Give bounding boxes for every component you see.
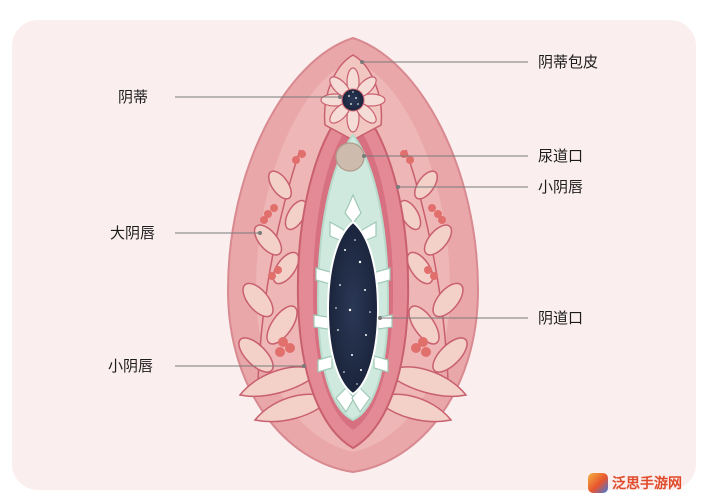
leader-lines xyxy=(175,61,528,367)
leaf-branch-left xyxy=(238,149,332,423)
label-clitoral-hood: 阴蒂包皮 xyxy=(538,53,599,71)
vaginal-flowers xyxy=(313,193,393,414)
clitoris-center xyxy=(341,88,365,112)
brand-logo-icon xyxy=(588,473,608,493)
vaginal-opening-stars xyxy=(335,239,371,385)
label-labia-minora-right: 小阴唇 xyxy=(538,178,584,196)
leader-dots xyxy=(258,60,400,368)
vaginal-opening-shape xyxy=(326,220,380,396)
urethral-opening-shape xyxy=(335,142,365,172)
label-urethral-opening: 尿道口 xyxy=(538,147,584,165)
label-labia-minora-left: 小阴唇 xyxy=(108,357,154,375)
watermark-brand-text: 泛思手游网 xyxy=(612,476,682,492)
label-labia-majora: 大阴唇 xyxy=(110,224,156,242)
berries-left xyxy=(260,150,306,357)
clitoris-stars xyxy=(348,91,359,105)
label-vaginal-opening: 阴道口 xyxy=(538,309,584,327)
watermark-badge: 泛思手游网 xyxy=(588,470,682,496)
leaf-branch-right xyxy=(374,149,468,423)
label-clitoris: 阴蒂 xyxy=(118,88,149,106)
